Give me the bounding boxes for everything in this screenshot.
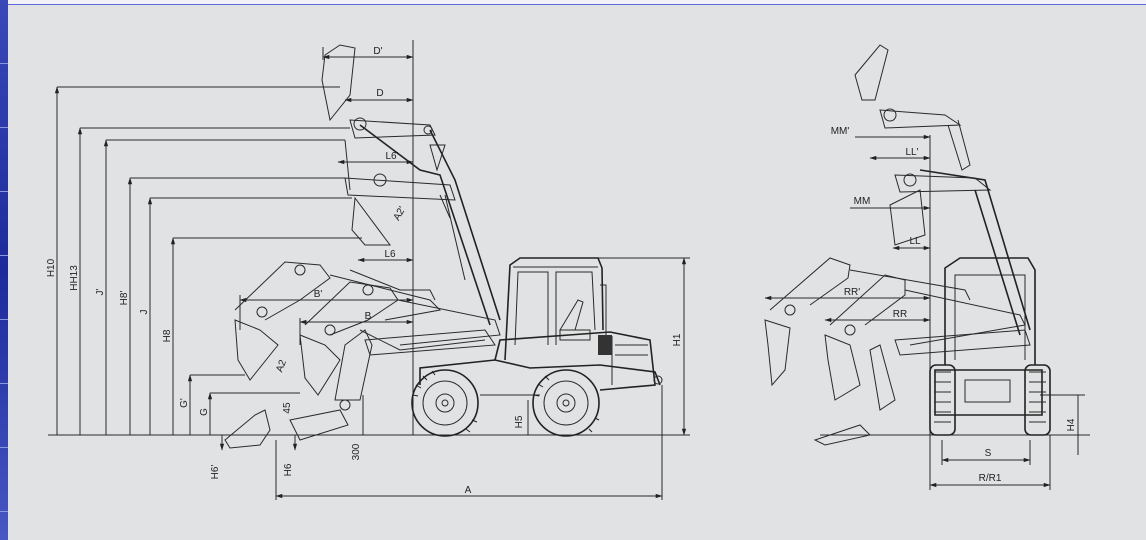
boom-top-position <box>321 44 501 326</box>
horizontal-dimension-labels: D' D L6' L6 B' B A <box>314 46 472 496</box>
dim-label-b: B <box>365 311 372 322</box>
dim-label-d-prime: D' <box>373 46 382 57</box>
dim-label-d: D <box>376 88 383 99</box>
loader-body <box>411 257 663 437</box>
dim-label-j-prime: J' <box>95 288 106 295</box>
dim-label-h8-prime: H8' <box>119 291 130 306</box>
boom-fourth-position <box>299 281 501 396</box>
dim-label-h5: H5 <box>514 415 525 428</box>
dim-label-j: J <box>139 310 150 315</box>
rear-left-tire <box>929 364 956 436</box>
dim-label-h8: H8 <box>162 329 173 342</box>
side-view: H10 HH13 J' H8' J H8 G' G H6' H6 H5 H1 3… <box>46 40 690 500</box>
dim-label-h6-prime: H6' <box>210 465 221 480</box>
loader-dimension-drawing: H10 HH13 J' H8' J H8 G' G H6' H6 H5 H1 3… <box>46 40 1090 500</box>
boom-lowest-position <box>224 329 496 449</box>
dim-label-a2: A2 <box>274 358 289 374</box>
left-window-strip <box>0 0 8 540</box>
dim-label-b-prime: B' <box>314 289 323 300</box>
dim-label-l6: L6 <box>384 249 396 260</box>
dim-label-45: 45 <box>282 402 293 414</box>
dim-label-g-prime: G' <box>179 398 190 408</box>
dim-label-a: A <box>465 485 472 496</box>
dim-label-a2-prime: A2' <box>392 205 409 223</box>
boom-third-position <box>234 261 442 381</box>
horizontal-dimensions <box>239 40 663 500</box>
dim-label-rr-prime: RR' <box>844 287 860 298</box>
dim-label-r-r1: R/R1 <box>979 473 1002 484</box>
dim-label-mm-prime: MM' <box>831 126 850 137</box>
rear-view: MM' LL' MM LL RR' RR S R/R1 H4 <box>764 44 1090 490</box>
boom-second-position <box>344 139 456 246</box>
dim-label-mm: MM <box>854 196 871 207</box>
vertical-dimensions <box>54 86 690 451</box>
dim-label-g: G <box>199 408 210 416</box>
dim-label-300: 300 <box>351 443 362 460</box>
rear-wheel <box>532 369 600 437</box>
rear-view-labels: MM' LL' MM LL RR' RR S R/R1 H4 <box>831 126 1077 484</box>
drawing-panel: H10 HH13 J' H8' J H8 G' G H6' H6 H5 H1 3… <box>8 5 1146 540</box>
dim-label-h4: H4 <box>1066 418 1077 431</box>
dim-label-rr: RR <box>893 309 907 320</box>
dim-label-s: S <box>985 448 992 459</box>
top-window-strip <box>8 0 1146 5</box>
dim-label-ll-prime: LL' <box>905 147 918 158</box>
dim-label-hh13: HH13 <box>69 265 80 291</box>
front-wheel <box>411 369 479 437</box>
rear-machine-body <box>929 257 1051 436</box>
dim-label-l6-prime: L6' <box>385 151 398 162</box>
dim-label-ll: LL <box>909 236 921 247</box>
rear-right-tire <box>1024 364 1051 436</box>
dim-label-h1: H1 <box>672 333 683 346</box>
dim-label-h10: H10 <box>46 258 57 277</box>
dim-label-h6: H6 <box>283 463 294 476</box>
rear-boom-positions <box>764 44 1031 446</box>
vertical-dimension-labels: H10 HH13 J' H8' J H8 G' G H6' H6 H5 H1 3… <box>46 205 683 480</box>
